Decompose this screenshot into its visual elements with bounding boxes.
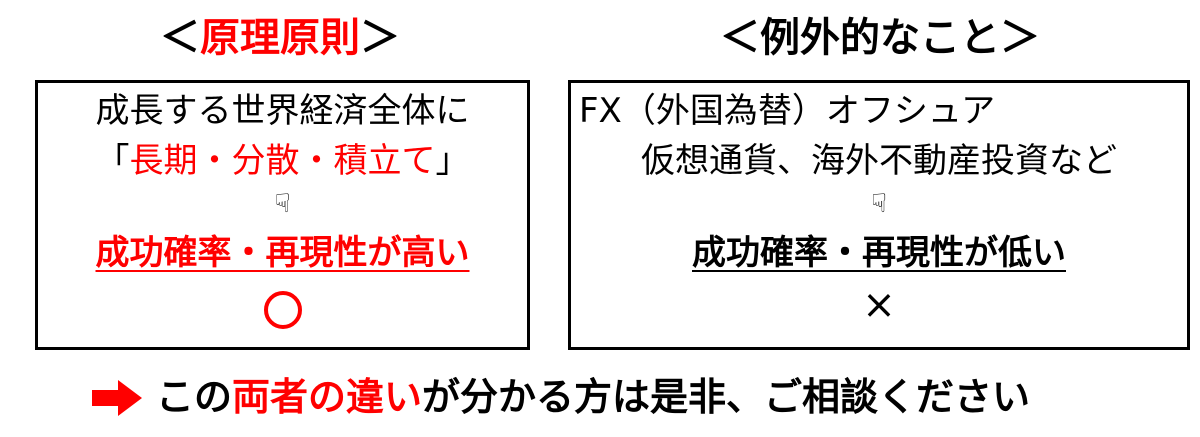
heading-bracket-open: ＜ xyxy=(720,15,760,61)
heading-exception-text: 例外的なこと xyxy=(760,15,1000,61)
principle-method-text: 長期・分散・積立て xyxy=(129,141,436,181)
heading-bracket-open: ＜ xyxy=(160,15,200,61)
arrow-right-icon xyxy=(92,380,142,416)
cross-mark: × xyxy=(862,282,896,328)
exception-box: FX（外国為替）オフシュア 仮想通貨、海外不動産投資など ☟ 成功確率・再現性が… xyxy=(568,80,1190,350)
pointing-down-icon: ☟ xyxy=(274,189,291,219)
heading-bracket-close: ＞ xyxy=(360,15,400,61)
exception-line-2: 仮想通貨、海外不動産投資など xyxy=(641,141,1117,181)
circle-mark-icon xyxy=(263,291,302,329)
pointing-down-icon: ☟ xyxy=(871,189,887,219)
exception-result: 成功確率・再現性が低い xyxy=(692,233,1066,273)
call-to-action: この両者の違いが分かる方は是非、ご相談ください xyxy=(0,362,1200,432)
cta-part-1: この xyxy=(156,375,233,419)
heading-principle: ＜原理原則＞ xyxy=(30,8,530,68)
cta-highlight: 両者の違い xyxy=(232,375,423,419)
heading-bracket-close: ＞ xyxy=(1000,15,1040,61)
heading-exception: ＜例外的なこと＞ xyxy=(570,8,1190,68)
principle-line-2: 「長期・分散・積立て」 xyxy=(38,139,527,183)
bracket-open: 「 xyxy=(95,141,130,181)
principle-box: 成長する世界経済全体に 「長期・分散・積立て」 ☟ 成功確率・再現性が高い xyxy=(35,80,530,350)
exception-line-1: FX（外国為替）オフシュア xyxy=(579,91,996,131)
cta-part-3: が分かる方は是非、ご相談ください xyxy=(422,375,1031,419)
heading-principle-text: 原理原則 xyxy=(200,15,360,61)
call-to-action-text: この両者の違いが分かる方は是非、ご相談ください xyxy=(156,362,1030,432)
bracket-close: 」 xyxy=(435,141,470,181)
principle-line-1: 成長する世界経済全体に xyxy=(95,91,470,131)
principle-result: 成功確率・再現性が高い xyxy=(95,233,470,273)
